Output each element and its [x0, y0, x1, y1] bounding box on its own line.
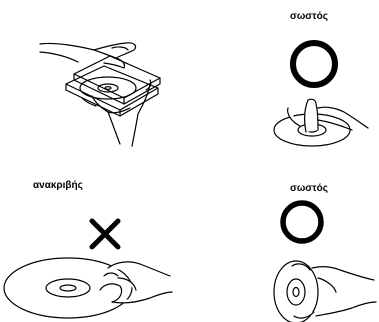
correct-center-hold [274, 43, 368, 146]
incorrect-surface-hold [4, 221, 172, 318]
hand-icon [100, 262, 172, 303]
removing-disc-from-case [40, 43, 160, 146]
correct-edge-hold [274, 203, 376, 322]
correct-label-top: σωστός [290, 11, 328, 23]
incorrect-label: ανακριβής [33, 180, 83, 192]
hand-icon [40, 43, 136, 68]
cross-icon [92, 221, 118, 247]
correct-label-bottom: σωστός [290, 183, 328, 195]
circle-icon [283, 203, 321, 241]
circle-icon [293, 43, 335, 85]
